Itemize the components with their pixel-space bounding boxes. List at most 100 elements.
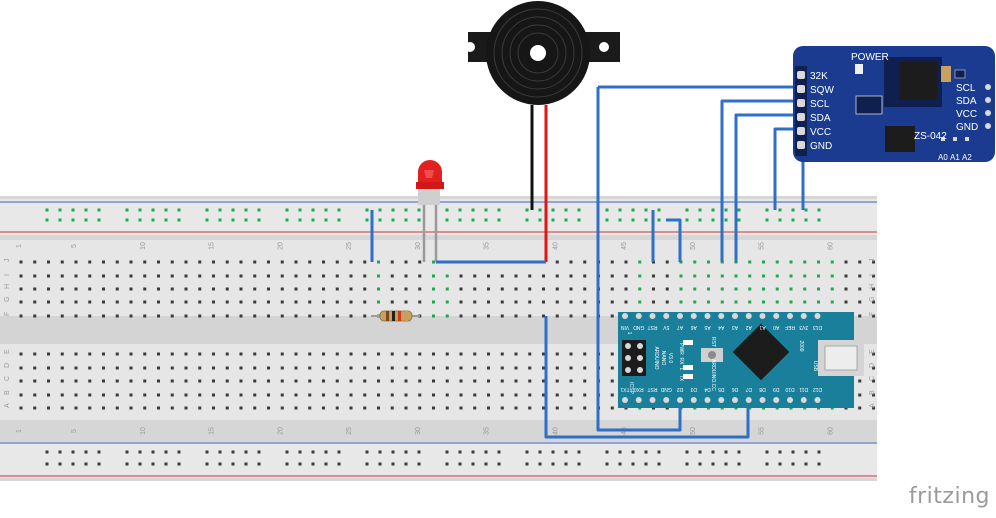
breadboard-hole (665, 300, 669, 304)
rail-hole (525, 208, 529, 212)
breadboard-hole (33, 300, 37, 304)
rtc-address-label: A2 (962, 153, 972, 162)
row-letter: J (869, 259, 876, 263)
breadboard-hole (583, 260, 587, 264)
breadboard-hole (390, 366, 394, 370)
breadboard-hole (720, 300, 724, 304)
breadboard-hole (404, 352, 408, 356)
rail-hole (564, 208, 568, 212)
breadboard-hole (390, 393, 394, 397)
rail-hole (404, 450, 408, 454)
rail-hole (605, 450, 609, 454)
rtc-power-label: POWER (851, 52, 889, 63)
breadboard-hole (267, 366, 270, 370)
red-led[interactable] (416, 160, 444, 262)
nano-pin-label: A7 (677, 324, 683, 330)
rail-hole (138, 462, 142, 466)
nano-pin-label: 3V3 (799, 324, 808, 330)
rail-hole (125, 462, 129, 466)
nano-pin (622, 313, 628, 319)
breadboard-hole (349, 260, 353, 264)
breadboard-hole (363, 274, 367, 278)
breadboard-hole (445, 300, 449, 304)
rail-hole (244, 208, 248, 212)
row-letter: B (869, 390, 876, 395)
nano-pin (759, 397, 766, 403)
rail-hole (365, 462, 369, 466)
rail-hole (657, 218, 661, 222)
rtc-pin (797, 71, 805, 79)
breadboard-hole (487, 314, 490, 318)
rail-hole (644, 218, 648, 222)
nano-pin (677, 313, 683, 319)
breadboard-hole (679, 300, 683, 304)
rtc-right-pin-label: VCC (956, 109, 977, 120)
breadboard-hole (225, 366, 229, 370)
rail-hole (71, 450, 75, 454)
nano-pin-label: A6 (690, 324, 696, 330)
breadboard-hole (253, 300, 257, 304)
column-number: 60 (827, 242, 834, 250)
buzzer[interactable] (465, 1, 620, 105)
breadboard-hole (184, 393, 188, 397)
breadboard-hole (762, 274, 765, 278)
arduino-nano[interactable]: VINTX1GNDRX0RSTRST5VGNDA7D2A6D3A5D4A4D5A… (618, 312, 864, 408)
column-number: 20 (277, 427, 284, 435)
rail-hole (97, 218, 101, 222)
nano-pin (800, 313, 807, 319)
rail-hole (657, 450, 661, 454)
breadboard-hole (184, 352, 188, 356)
nano-pin-label: D5 (718, 386, 725, 392)
rail-hole (231, 450, 235, 454)
nano-pin (800, 397, 807, 403)
row-letter: A (869, 403, 876, 408)
rail-hole (778, 462, 782, 466)
column-number: 50 (690, 242, 697, 250)
breadboard-hole (60, 366, 64, 370)
breadboard-hole (280, 274, 284, 278)
rtc-right-pin-label: SDA (956, 96, 977, 107)
column-number: 5 (71, 244, 78, 248)
breadboard-hole (184, 406, 188, 410)
breadboard-hole (569, 379, 573, 383)
breadboard-hole (349, 379, 353, 383)
row-letter: D (4, 363, 11, 368)
rail-hole (724, 450, 728, 454)
breadboard-hole (652, 274, 655, 278)
nano-pin-label: RST (648, 324, 658, 330)
rail-hole (337, 450, 341, 454)
breadboard-hole (583, 366, 587, 370)
breadboard-hole (748, 300, 752, 304)
breadboard-hole (60, 287, 64, 291)
breadboard-hole (858, 406, 862, 410)
nano-pin-label: VIN (620, 324, 629, 330)
breadboard-hole (19, 366, 23, 370)
breadboard-hole (253, 379, 257, 383)
breadboard-hole (239, 406, 243, 410)
rail-hole (765, 450, 769, 454)
rtc-pin (797, 141, 805, 149)
rail-hole (324, 450, 328, 454)
rail-hole (71, 208, 75, 212)
row-letter: C (4, 376, 11, 381)
rail-hole (45, 450, 49, 454)
nano-board-text: NANO (660, 351, 666, 366)
row-letter: E (869, 349, 876, 354)
rail-hole (484, 208, 488, 212)
rtc-title: ZS-042 (914, 131, 947, 142)
rail-hole (244, 218, 248, 222)
resistor[interactable] (371, 310, 420, 322)
breadboard-hole (555, 366, 559, 370)
breadboard-hole (170, 379, 174, 383)
rail-hole (791, 218, 795, 222)
nano-pin-label: A0 (773, 324, 779, 330)
breadboard-hole (74, 287, 78, 291)
breadboard-hole (102, 379, 105, 383)
breadboard-hole (583, 274, 587, 278)
nano-year-label: 2009 (798, 340, 804, 351)
breadboard-hole (267, 352, 270, 356)
nano-pin (690, 313, 697, 319)
breadboard-hole (60, 300, 64, 304)
rail-hole (618, 462, 622, 466)
